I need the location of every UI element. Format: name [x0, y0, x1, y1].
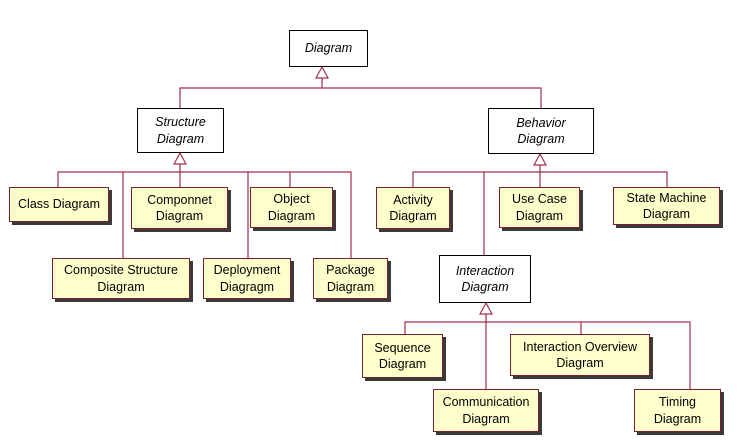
- timing-diagram-box: Timing Diagram: [634, 389, 721, 432]
- interaction-generalization-line: [404, 321, 691, 389]
- class-diagram-box: Class Diagram: [9, 187, 109, 222]
- component-diagram-box: Componnet Diagram: [131, 187, 228, 229]
- diagram-box: Diagram: [289, 30, 368, 67]
- deployment-diagram-box: Deployment Diagragm: [203, 258, 291, 299]
- generalization-arrow-behavior: [532, 152, 548, 166]
- behavior-diagram-box: Behavior Diagram: [488, 108, 594, 154]
- sequence-diagram-box: Sequence Diagram: [362, 334, 443, 378]
- composite-structure-diagram-box: Composite Structure Diagram: [52, 258, 190, 299]
- communication-diagram-box: Communication Diagram: [433, 389, 539, 432]
- generalization-arrow-diagram: [314, 65, 330, 79]
- structure-generalization-line: [57, 171, 352, 258]
- activity-diagram-box: Activity Diagram: [376, 187, 450, 229]
- use-case-diagram-box: Use Case Diagram: [499, 187, 580, 228]
- generalization-arrow-structure: [172, 151, 188, 165]
- object-diagram-box: Object Diagram: [250, 187, 333, 228]
- structure-diagram-box: Structure Diagram: [137, 108, 224, 153]
- interaction-overview-diagram-box: Interaction Overview Diagram: [510, 334, 650, 376]
- state-machine-diagram-box: State Machine Diagram: [613, 187, 720, 225]
- package-diagram-box: Package Diagram: [313, 258, 388, 299]
- interaction-diagram-box: Interaction Diagram: [439, 255, 531, 303]
- generalization-arrow-interaction: [478, 301, 494, 315]
- diagram-generalization-line: [179, 87, 542, 108]
